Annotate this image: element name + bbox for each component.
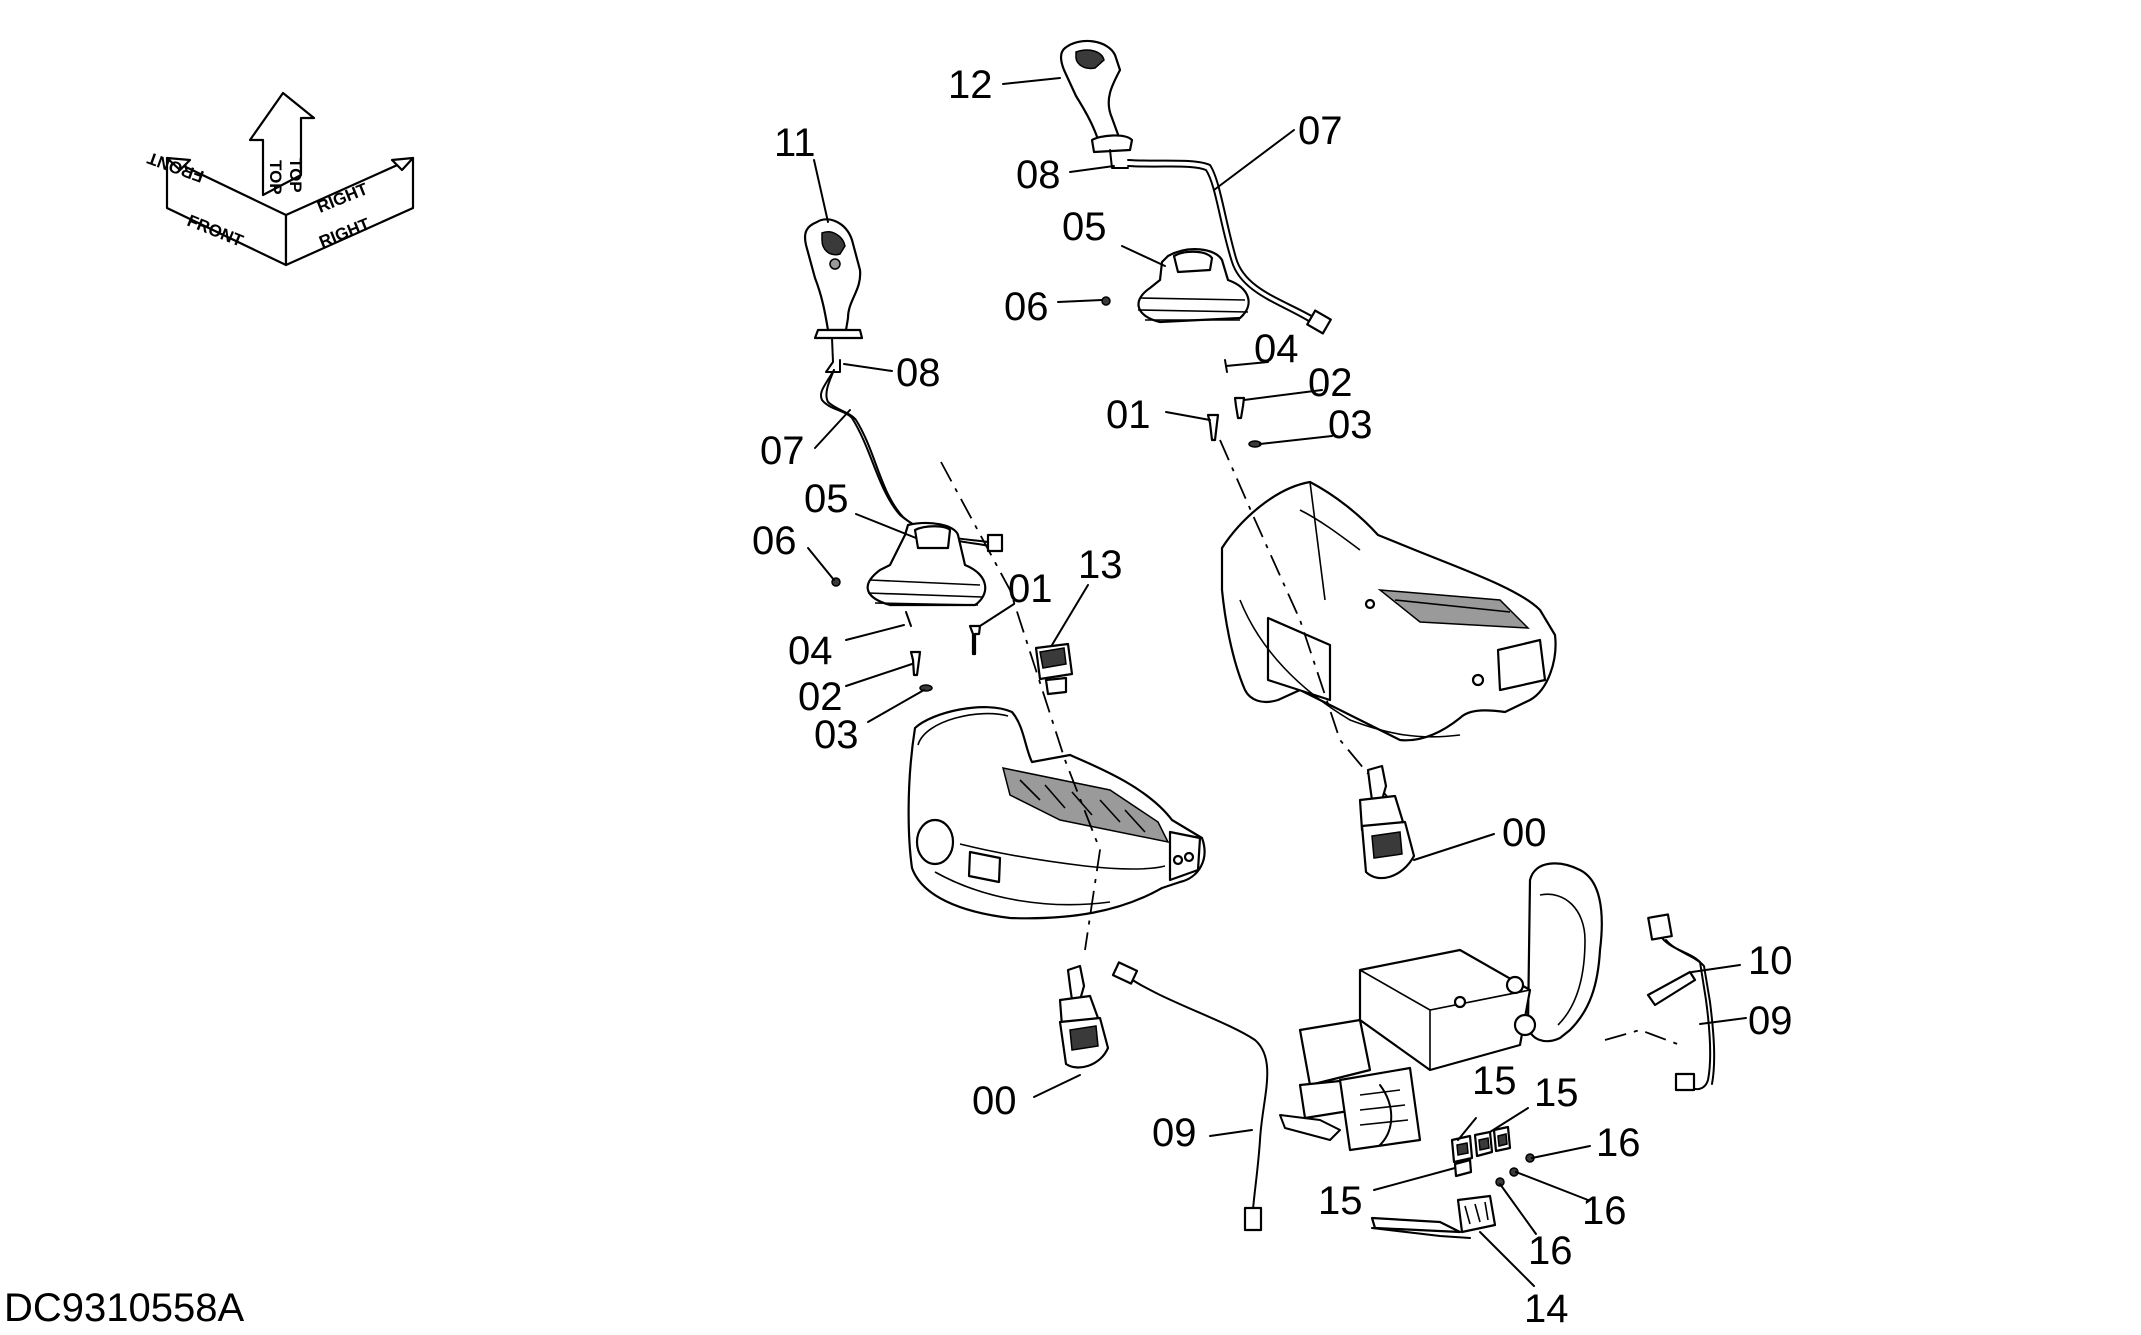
left-harness-connector <box>986 533 1004 553</box>
callout-16-b: 16 <box>1582 1189 1627 1233</box>
left-pilot-valve <box>1058 964 1110 1069</box>
left-cable-09 <box>1124 974 1269 1211</box>
callout-13: 13 <box>1078 543 1123 587</box>
callout-06-left: 06 <box>752 519 797 563</box>
right-nut-02 <box>1233 396 1246 420</box>
right-harness-connector <box>1306 309 1332 335</box>
left-centerline <box>940 461 1101 951</box>
callout-16-a: 16 <box>1596 1121 1641 1165</box>
callout-06-right: 06 <box>1004 285 1049 329</box>
callout-09-left: 09 <box>1152 1111 1197 1155</box>
switch-13 <box>1034 642 1074 696</box>
callout-05-left: 05 <box>804 477 849 521</box>
screw-16-c <box>1495 1177 1505 1187</box>
leader-lines <box>807 77 1747 1287</box>
left-cable-connector-top <box>1111 961 1139 985</box>
right-harness-07 <box>1127 159 1316 319</box>
callout-09-right: 09 <box>1748 999 1793 1043</box>
callout-14: 14 <box>1524 1287 1569 1331</box>
relay-group <box>1370 1125 1535 1239</box>
right-cable-connector <box>1674 1072 1696 1092</box>
callout-07-left: 07 <box>760 429 805 473</box>
callout-08-right: 08 <box>1016 153 1061 197</box>
callout-04-left: 04 <box>788 629 833 673</box>
callout-15-a: 15 <box>1472 1059 1517 1103</box>
controller-harness-link <box>1604 1029 1681 1046</box>
callout-12: 12 <box>948 63 993 107</box>
right-console <box>1220 480 1557 742</box>
left-cable-connector-bottom <box>1243 1206 1263 1232</box>
left-washer-03 <box>919 684 933 692</box>
left-nut-04 <box>905 611 912 627</box>
callout-00-right: 00 <box>1502 811 1547 855</box>
right-boot-fastener-06 <box>1101 296 1111 306</box>
right-cable-09 <box>1646 913 1716 1092</box>
connector-clip-10 <box>1646 970 1697 1007</box>
callout-16-c: 16 <box>1528 1229 1573 1273</box>
left-joystick-lever <box>803 218 864 373</box>
callout-02-left: 02 <box>798 675 843 719</box>
callout-03-right: 03 <box>1328 403 1373 447</box>
callout-00-left: 00 <box>972 1079 1017 1123</box>
relay-bracket-14 <box>1370 1194 1497 1239</box>
callout-01-right: 01 <box>1106 393 1151 437</box>
callout-05-right: 05 <box>1062 205 1107 249</box>
callout-15-b: 15 <box>1534 1071 1579 1115</box>
callout-labels: 11 08 07 05 06 04 02 03 01 13 00 09 12 0… <box>752 63 1793 1331</box>
right-pilot-valve <box>1358 764 1416 880</box>
right-joystick-lever <box>1060 39 1134 169</box>
right-bolt-01 <box>1206 413 1220 442</box>
callout-07-right: 07 <box>1298 109 1343 153</box>
callout-03-left: 03 <box>814 713 859 757</box>
right-joystick-assembly <box>1060 39 1557 880</box>
callout-02-right: 02 <box>1308 361 1353 405</box>
top-label-2: TOP <box>286 158 305 193</box>
callout-04-right: 04 <box>1254 327 1299 371</box>
orientation-indicator: FRONT FRONT TOP TOP RIGHT RIGHT <box>144 91 415 267</box>
left-bolt-01 <box>968 624 982 656</box>
top-label: TOP <box>266 160 285 195</box>
left-boot <box>866 521 987 607</box>
left-joystick-assembly <box>803 218 1269 1232</box>
callout-15-c: 15 <box>1318 1179 1363 1223</box>
left-console <box>907 706 1206 920</box>
callout-01-left: 01 <box>1008 567 1053 611</box>
right-centerline <box>1219 439 1391 801</box>
callout-08-left: 08 <box>896 351 941 395</box>
controller-assembly <box>1279 862 1681 1152</box>
right-boot <box>1137 248 1250 324</box>
callout-10: 10 <box>1748 939 1793 983</box>
drawing-number: DC9310558A <box>4 1286 245 1330</box>
callout-11: 11 <box>774 121 816 165</box>
